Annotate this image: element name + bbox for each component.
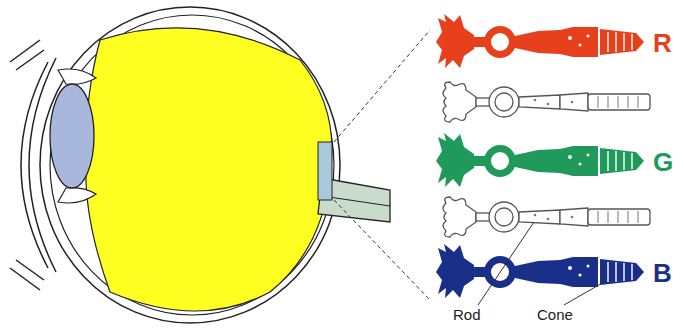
cone-color-label: R xyxy=(652,30,673,56)
part-label: Cone xyxy=(536,307,574,322)
red-cone xyxy=(436,14,644,68)
retina-patch xyxy=(318,142,332,200)
cone-color-label: G xyxy=(652,149,674,175)
zoom-line xyxy=(334,30,430,300)
retina-cells xyxy=(436,14,650,298)
rod-cell xyxy=(443,197,650,237)
choroid xyxy=(50,15,334,315)
lens xyxy=(50,84,94,188)
cone-color-label: B xyxy=(652,260,673,286)
sclera xyxy=(40,7,340,323)
vitreous-body xyxy=(86,28,332,311)
leader-line xyxy=(478,222,604,305)
part-label: Rod xyxy=(452,307,482,322)
rod-cell xyxy=(443,82,650,122)
green-cone xyxy=(436,133,644,187)
blue-cone xyxy=(436,244,644,298)
